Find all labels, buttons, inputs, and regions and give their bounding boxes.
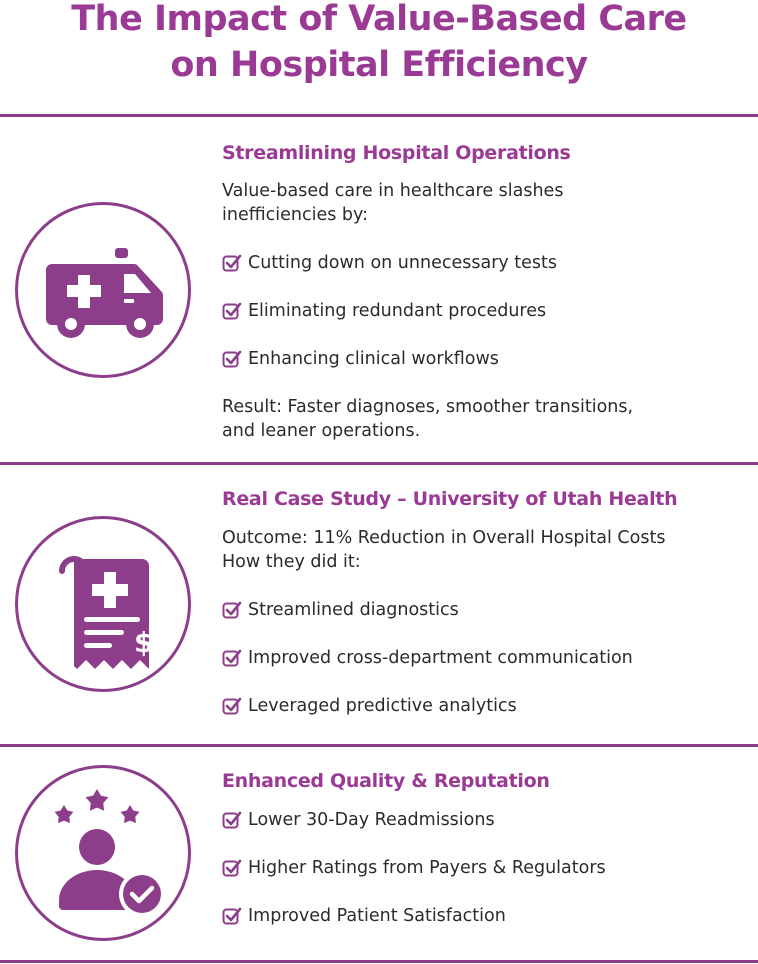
list-item-text: Leveraged predictive analytics xyxy=(248,696,517,716)
divider xyxy=(0,960,758,963)
checkbox-icon xyxy=(222,350,242,368)
checkbox-icon xyxy=(222,302,242,320)
rated-patient-icon xyxy=(54,789,165,917)
checkbox-icon xyxy=(222,649,242,667)
page-title: The Impact of Value-Based Care on Hospit… xyxy=(0,0,758,88)
section-heading: Enhanced Quality & Reputation xyxy=(222,770,550,792)
section-case-study: $ Real Case Study – University of Utah H… xyxy=(0,465,758,745)
section-heading: Streamlining Hospital Operations xyxy=(222,142,571,164)
checkbox-icon xyxy=(222,859,242,877)
result-line-2: and leaner operations. xyxy=(222,421,421,441)
intro-line-2: How they did it: xyxy=(222,552,361,572)
list-item-text: Higher Ratings from Payers & Regulators xyxy=(248,858,606,878)
checkbox-icon xyxy=(222,811,242,829)
list-item-text: Enhancing clinical workflows xyxy=(248,349,499,369)
list-item-text: Streamlined diagnostics xyxy=(248,600,459,620)
star-icon xyxy=(54,805,74,824)
dollar-sign-icon: $ xyxy=(134,626,153,659)
list-item-text: Improved cross-department communication xyxy=(248,648,633,668)
section-result: Result: Faster diagnoses, smoother trans… xyxy=(222,395,633,443)
checkbox-icon xyxy=(222,254,242,272)
checkbox-icon xyxy=(222,601,242,619)
intro-line-1: Value-based care in healthcare slashes xyxy=(222,181,564,201)
page-title-line-1: The Impact of Value-Based Care xyxy=(71,0,687,39)
list-item-text: Eliminating redundant procedures xyxy=(248,301,547,321)
intro-line-2: inefficiencies by: xyxy=(222,205,368,225)
icon-circle xyxy=(15,202,191,378)
divider xyxy=(0,462,758,465)
section-streamlining: Streamlining Hospital Operations Value-b… xyxy=(0,117,758,462)
section-quality: Enhanced Quality & Reputation Lower 30-D… xyxy=(0,747,758,961)
star-icon xyxy=(85,789,109,811)
page-title-line-2: on Hospital Efficiency xyxy=(170,45,588,85)
icon-circle: $ xyxy=(15,516,191,692)
section-intro: Outcome: 11% Reduction in Overall Hospit… xyxy=(222,526,665,574)
medical-bill-icon: $ xyxy=(59,556,153,669)
icon-circle xyxy=(15,765,191,941)
section-intro: Value-based care in healthcare slashes i… xyxy=(222,179,563,227)
ambulance-icon xyxy=(46,248,163,338)
intro-line-1: Outcome: 11% Reduction in Overall Hospit… xyxy=(222,528,666,548)
divider xyxy=(0,114,758,117)
check-badge-icon xyxy=(123,875,161,913)
star-icon xyxy=(120,805,140,824)
section-heading: Real Case Study – University of Utah Hea… xyxy=(222,488,678,510)
checkbox-icon xyxy=(222,697,242,715)
checkbox-icon xyxy=(222,907,242,925)
divider xyxy=(0,744,758,747)
result-line-1: Result: Faster diagnoses, smoother trans… xyxy=(222,397,634,417)
list-item-text: Cutting down on unnecessary tests xyxy=(248,253,558,273)
list-item-text: Improved Patient Satisfaction xyxy=(248,906,506,926)
list-item-text: Lower 30-Day Readmissions xyxy=(248,810,495,830)
